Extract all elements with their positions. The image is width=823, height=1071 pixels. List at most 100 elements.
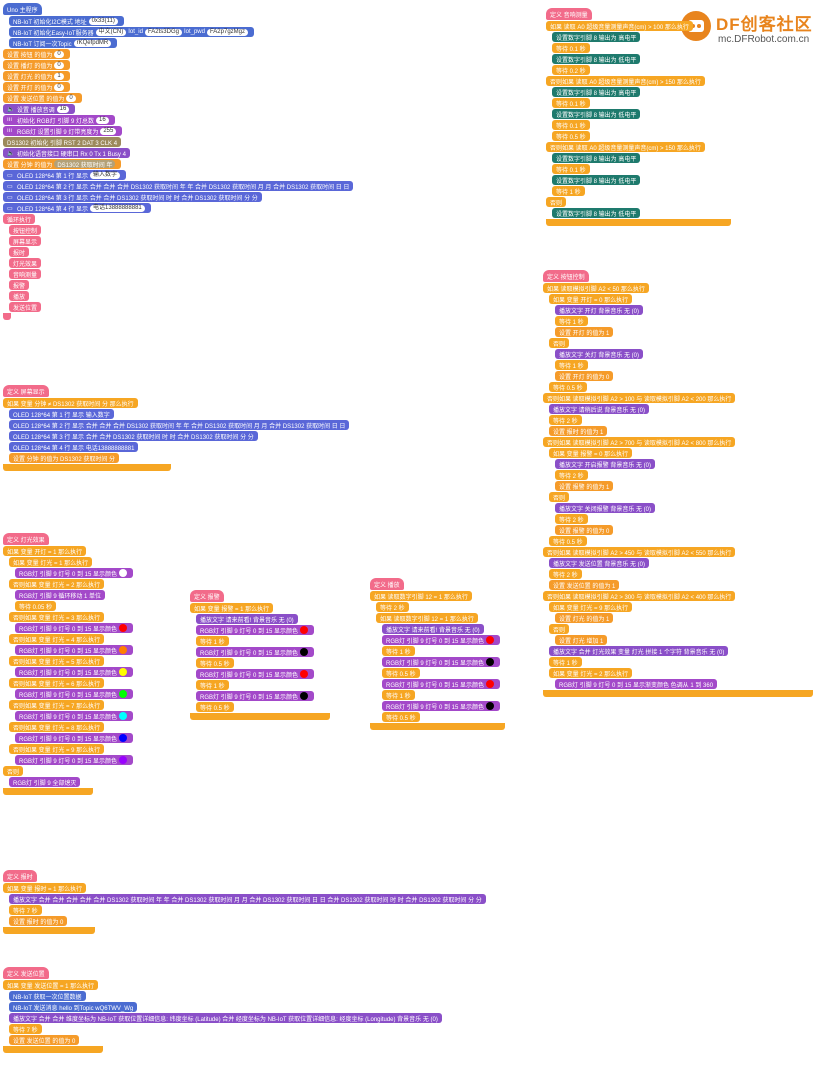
rgb-color-block[interactable]: RGB灯 引脚 9 灯号 0 到 15 显示颜色 xyxy=(382,679,501,689)
elseif-block[interactable]: 否则如果 变量 灯光 = 2 那么执行 xyxy=(9,579,105,589)
call-sound-measure[interactable]: 音响测量 xyxy=(9,269,42,279)
value-field[interactable]: 0 xyxy=(54,83,64,91)
speak-block[interactable]: 播放文字 请稍后说 背景音乐 无 (0) xyxy=(549,404,650,414)
wait-block[interactable]: 等待 0.1 秒 xyxy=(552,43,590,53)
color-swatch[interactable] xyxy=(300,692,309,700)
set-variable-block[interactable]: 设置 灯光 的值为 1 xyxy=(555,613,614,623)
def-hat[interactable]: 定义 屏幕显示 xyxy=(3,385,49,397)
rgb-color-block[interactable]: RGB灯 引脚 9 灯号 0 到 15 显示颜色 xyxy=(196,647,315,657)
speak-block[interactable]: 播放文字 合并 合并 维度坐标为 NB-IoT 获取位置详细信息: 纬度坐标 (… xyxy=(9,1013,442,1023)
wait-block[interactable]: 等待 7 秒 xyxy=(9,1024,42,1034)
elseif-block[interactable]: 否则如果 变量 灯光 = 5 那么执行 xyxy=(9,656,105,666)
rgb-clear-block[interactable]: RGB灯 引脚 9 全部熄灭 xyxy=(9,777,81,787)
main-program-stack[interactable]: Uno 主程序 NB-IoT 初始化I2C模式 地址 0x33(11) NB-I… xyxy=(3,3,354,321)
button-control-def-stack[interactable]: 定义 按钮控制 如果 读取模拟引脚 A2 < 50 那么执行 如果 变量 开灯 … xyxy=(543,270,813,698)
wait-block[interactable]: 等待 0.1 秒 xyxy=(552,98,590,108)
speak-block[interactable]: 播放文字 请来前看! 背景音乐 无 (0) xyxy=(196,614,298,624)
wait-block[interactable]: 等待 1 秒 xyxy=(196,680,229,690)
server-region-dropdown[interactable]: 中文(CN) xyxy=(95,28,127,36)
elseif-block[interactable]: 否则如果 读取模拟引脚 A2 > 450 与 读取模拟引脚 A2 < 550 那… xyxy=(543,547,736,557)
if-block[interactable]: 如果 变量 发送位置 = 1 那么执行 xyxy=(3,980,99,990)
elseif-block[interactable]: 否则如果 读取模拟引脚 A2 > 100 与 读取模拟引脚 A2 < 200 那… xyxy=(543,393,736,403)
play-def-stack[interactable]: 定义 播放 如果 读取数字引脚 12 = 1 那么执行 等待 2 秒 如果 读取… xyxy=(370,578,505,731)
elseif-block[interactable]: 否则如果 读取模拟引脚 A2 > 700 与 读取模拟引脚 A2 < 800 那… xyxy=(543,437,736,447)
wait-block[interactable]: 等待 2 秒 xyxy=(555,470,588,480)
speak-block[interactable]: 播放文字 开启报警 背景音乐 无 (0) xyxy=(555,459,656,469)
color-swatch[interactable] xyxy=(486,658,495,666)
speak-block[interactable]: 播放文字 关灯 背景音乐 无 (0) xyxy=(555,349,644,359)
iot-pwd-field[interactable]: FA2p7gzMgz xyxy=(206,28,248,36)
def-hat[interactable]: 定义 报时 xyxy=(3,870,37,882)
wait-block[interactable]: 等待 0.5 秒 xyxy=(382,712,420,722)
wait-block[interactable]: 等待 0.1 秒 xyxy=(552,164,590,174)
wait-block[interactable]: 等待 1 秒 xyxy=(552,186,585,196)
color-swatch[interactable] xyxy=(119,624,128,632)
def-hat[interactable]: 定义 报警 xyxy=(190,590,224,602)
speak-block[interactable]: 播放文字 请来前看! 背景音乐 无 (0) xyxy=(382,624,484,634)
color-swatch[interactable] xyxy=(119,668,128,676)
set-variable-block[interactable]: 设置 发送位置 的值为 1 xyxy=(549,580,620,590)
elseif-block[interactable]: 否则如果 变量 灯光 = 3 那么执行 xyxy=(9,612,105,622)
color-swatch[interactable] xyxy=(119,569,128,577)
oled-line2-block[interactable]: ▭OLED 128*64 第 2 行 显示 合并 合并 合并 DS1302 获取… xyxy=(3,181,354,191)
oled-line1-block[interactable]: ▭OLED 128*64 第 1 行 显示输入数字 xyxy=(3,170,127,180)
else-block[interactable]: 否则 xyxy=(549,492,570,502)
set-variable-block[interactable]: 设置 报时 的值为 1 xyxy=(549,426,608,436)
call-button-control[interactable]: 按钮控制 xyxy=(9,225,42,235)
color-swatch[interactable] xyxy=(486,680,495,688)
if-block[interactable]: 如果 变量 开灯 = 1 那么执行 xyxy=(3,546,87,556)
else-block[interactable]: 否则 xyxy=(3,766,24,776)
oled-block[interactable]: OLED 128*64 第 3 行 显示 合并 合并 DS1302 获取时间 时… xyxy=(9,431,258,441)
speak-block[interactable]: 播放文字 发送位置 背景音乐 无 (0) xyxy=(549,558,650,568)
rgb-rotate-block[interactable]: RGB灯 引脚 9 循环移动 1 单位 xyxy=(15,590,106,600)
if-block[interactable]: 如果 变量 灯光 = 1 那么执行 xyxy=(9,557,93,567)
set-variable-block[interactable]: 设置 分钟 的值为 DS1302 获取时间 分 xyxy=(9,453,120,463)
nbiot-i2c-init-block[interactable]: NB-IoT 初始化I2C模式 地址 0x33(11) xyxy=(9,16,124,26)
set-variable-block[interactable]: 设置 开灯 的值为 1 xyxy=(555,327,614,337)
call-timer[interactable]: 报时 xyxy=(9,247,30,257)
ds1302-get-time-reporter[interactable]: DS1302 获取时间 年 xyxy=(54,160,116,169)
oled-block[interactable]: OLED 128*64 第 1 行 显示 输入数字 xyxy=(9,409,114,419)
set-variable-block[interactable]: 设置 开灯 的值为 0 xyxy=(555,371,614,381)
color-swatch[interactable] xyxy=(300,626,309,634)
if-block[interactable]: 如果 变量 灯光 = 9 那么执行 xyxy=(549,602,633,612)
def-hat[interactable]: 定义 发送位置 xyxy=(3,967,49,979)
wait-block[interactable]: 等待 0.5 秒 xyxy=(549,382,587,392)
loop-block[interactable]: 循环执行 xyxy=(3,214,36,224)
wait-block[interactable]: 等待 0.5 秒 xyxy=(196,702,234,712)
rgb-color-block[interactable]: RGB灯 引脚 9 灯号 0 到 15 显示颜色 xyxy=(196,669,315,679)
set-variable-block[interactable]: 设置 发送位置 的值为 0 xyxy=(9,1035,80,1045)
speak-block[interactable]: 播放文字 合并 灯光效果 变量 灯光 拼接 1 个字符 背景音乐 无 (0) xyxy=(549,646,729,656)
oled-block[interactable]: OLED 128*64 第 4 行 显示 电话13888888881 xyxy=(9,442,139,452)
color-swatch[interactable] xyxy=(486,702,495,710)
digital-write-block[interactable]: 设置数字引脚 8 输出为 高电平 xyxy=(552,87,641,97)
rgb-gradient-block[interactable]: RGB灯 引脚 9 灯号 0 到 15 显示渐变颜色 色调从 1 到 360 xyxy=(555,679,718,689)
alarm-def-stack[interactable]: 定义 报警 如果 变量 报警 = 1 那么执行 播放文字 请来前看! 背景音乐 … xyxy=(190,590,330,721)
if-block[interactable]: 如果 变量 报警 = 1 那么执行 xyxy=(190,603,274,613)
wait-block[interactable]: 等待 0.05 秒 xyxy=(15,601,57,611)
else-block[interactable]: 否则 xyxy=(546,197,567,207)
if-block[interactable]: 如果 读取 A0 超级音量测量声音(cm) > 100 那么执行 xyxy=(546,21,693,31)
ds1302-init-block[interactable]: DS1302 初始化 引脚 RST 2 DAT 3 CLK 4 xyxy=(3,137,122,147)
digital-write-block[interactable]: 设置数字引脚 8 输出为 高电平 xyxy=(552,32,641,42)
screen-display-def-stack[interactable]: 定义 屏幕显示 如果 变量 分钟 ≠ DS1302 获取时间 分 那么执行 OL… xyxy=(3,385,350,472)
text-field[interactable]: 电话13888888881 xyxy=(90,204,145,212)
call-send-location[interactable]: 发送位置 xyxy=(9,302,42,312)
color-swatch[interactable] xyxy=(486,636,495,644)
else-block[interactable]: 否则 xyxy=(549,624,570,634)
wait-block[interactable]: 等待 2 秒 xyxy=(549,569,582,579)
rgb-color-block[interactable]: RGB灯 引脚 9 灯号 0 到 15 显示颜色 xyxy=(15,755,134,765)
wait-block[interactable]: 等待 1 秒 xyxy=(196,636,229,646)
elseif-block[interactable]: 否则如果 变量 灯光 = 4 那么执行 xyxy=(9,634,105,644)
call-light-effect[interactable]: 灯光效果 xyxy=(9,258,42,268)
wait-block[interactable]: 等待 0.5 秒 xyxy=(382,668,420,678)
value-field[interactable]: 1 xyxy=(54,72,64,80)
def-hat[interactable]: 定义 音响测量 xyxy=(546,8,592,20)
if-block[interactable]: 如果 变量 灯光 = 2 那么执行 xyxy=(549,668,633,678)
